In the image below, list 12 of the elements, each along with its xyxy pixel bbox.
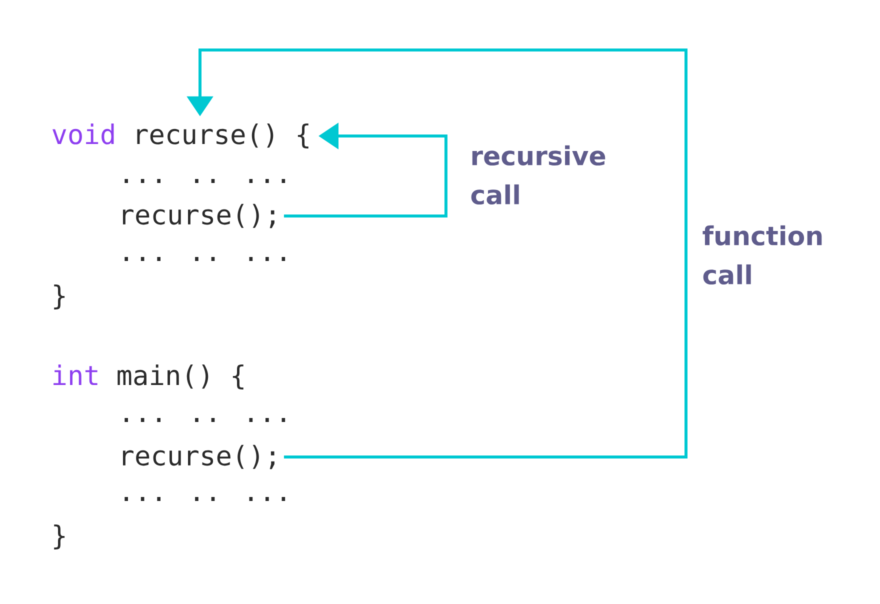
code-line: } <box>54 524 65 550</box>
code-line: ... .. ... <box>124 256 286 261</box>
code-line: recurse(); <box>122 204 274 228</box>
code-line: recurse(); <box>122 444 274 470</box>
code-line: } <box>54 284 65 310</box>
code-line: ... .. ... <box>124 418 286 422</box>
code-line: int main() { <box>54 364 244 390</box>
edge-label: function call <box>700 223 844 287</box>
code-line: void recurse() { <box>52 124 308 148</box>
code-line: ... .. ... <box>124 496 286 501</box>
edge-label: recursive call <box>468 143 612 207</box>
code-line: ... .. ... <box>124 178 286 183</box>
